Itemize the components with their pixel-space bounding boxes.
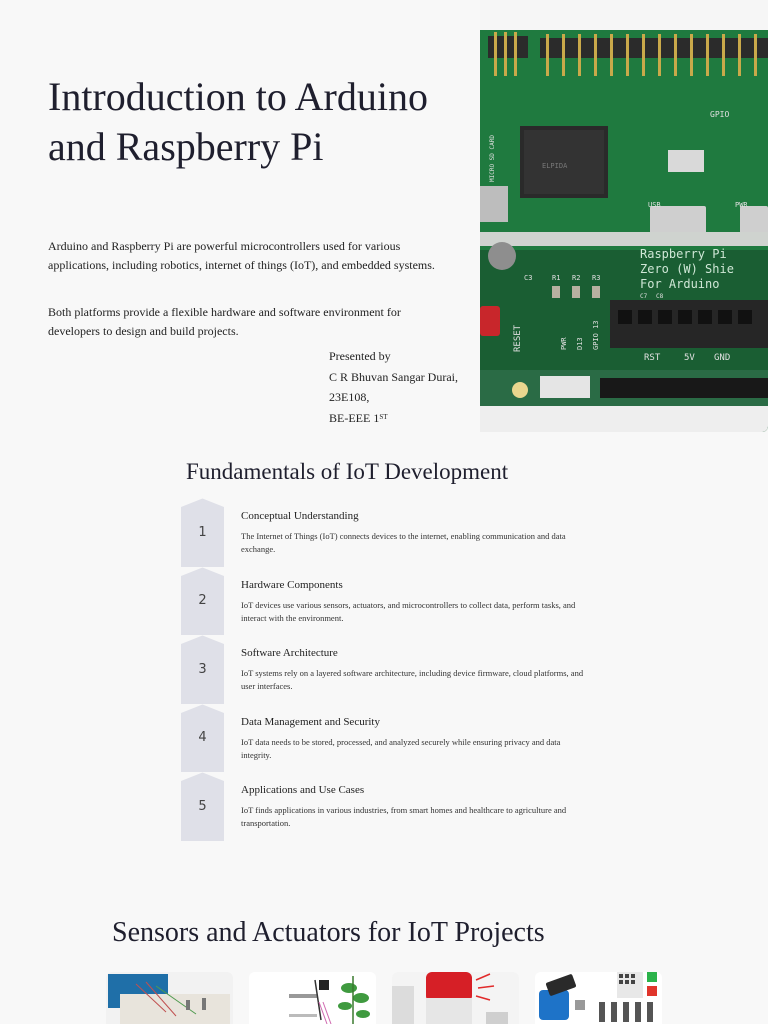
- board-r1: R1: [552, 274, 560, 282]
- step-description: IoT devices use various sensors, actuato…: [241, 599, 576, 623]
- board-rst: RST: [644, 353, 661, 363]
- step-number: 3: [181, 635, 224, 704]
- step-notch: [181, 703, 224, 713]
- step-1: 1 Conceptual Understanding The Internet …: [181, 498, 601, 567]
- step-notch: [181, 772, 224, 781]
- board-usb-label: USB: [648, 201, 661, 209]
- board-sd-label: MICRO SD CARD: [489, 135, 496, 182]
- arduino-breadboard-image: [106, 972, 233, 1024]
- board-5v: 5V: [684, 353, 695, 363]
- step-notch: [181, 635, 224, 644]
- servo-keypad-image: [535, 972, 662, 1024]
- board-pwr-label: PWR: [735, 201, 748, 209]
- fundamentals-steps: 1 Conceptual Understanding The Internet …: [181, 498, 601, 841]
- board-c3: C3: [524, 274, 532, 282]
- step-title: Data Management and Security: [241, 715, 380, 728]
- board-r2: R2: [572, 274, 580, 282]
- board-c7: C7: [640, 293, 648, 300]
- presenter-name: C R Bhuvan Sangar Durai,: [329, 369, 458, 384]
- fundamentals-heading: Fundamentals of IoT Development: [186, 459, 509, 484]
- board-c8: C8: [656, 293, 664, 300]
- step-notch: [181, 498, 224, 507]
- page-title: Introduction to Arduino and Raspberry Pi: [48, 74, 428, 169]
- step-description: IoT systems rely on a layered software a…: [241, 668, 584, 691]
- step-number: 1: [181, 498, 224, 567]
- step-title: Applications and Use Cases: [241, 784, 365, 796]
- step-2: 2 Hardware Components IoT devices use va…: [181, 566, 601, 635]
- board-led-d13: D13: [576, 337, 584, 350]
- presenter-course-main: BE-EEE 1: [329, 410, 380, 425]
- step-number: 4: [181, 703, 224, 772]
- step-4: 4 Data Management and Security IoT data …: [181, 703, 601, 772]
- board-led-gpio13: GPIO 13: [592, 320, 600, 350]
- board-shield-line3: For Arduino: [640, 277, 719, 291]
- board-r3: R3: [592, 274, 600, 282]
- alarm-siren-image: [392, 972, 519, 1024]
- intro-paragraph-2: Both platforms provide a flexible hardwa…: [48, 305, 401, 338]
- step-description: IoT finds applications in various indust…: [241, 805, 567, 828]
- hero-board-image: ELPIDA GPIO MICRO SD CARD USB PWR Raspbe…: [480, 0, 768, 432]
- soil-moisture-sensor-image: [249, 972, 376, 1024]
- step-description: The Internet of Things (IoT) connects de…: [241, 531, 566, 554]
- intro-paragraph-1: Arduino and Raspberry Pi are powerful mi…: [48, 239, 435, 272]
- step-title: Conceptual Understanding: [241, 510, 359, 522]
- board-gnd: GND: [714, 353, 730, 363]
- board-shield-line2: Zero (W) Shie: [640, 262, 734, 276]
- presenter-info: Presented by C R Bhuvan Sangar Durai, 23…: [329, 346, 458, 428]
- step-number: 5: [181, 772, 224, 841]
- board-shield-line1: Raspberry Pi: [640, 247, 727, 261]
- presenter-roll-number: 23E108,: [329, 390, 370, 404]
- step-number: 2: [181, 566, 224, 635]
- step-notch: [181, 566, 224, 576]
- board-reset-label: RESET: [513, 324, 523, 352]
- step-title: Hardware Components: [241, 578, 343, 591]
- presenter-course: BE-EEE 1ST: [329, 408, 458, 429]
- step-title: Software Architecture: [241, 647, 338, 659]
- step-3: 3 Software Architecture IoT systems rely…: [181, 635, 601, 704]
- svg-text:ELPIDA: ELPIDA: [542, 162, 568, 170]
- presenter-course-sup: ST: [379, 412, 388, 421]
- sensors-heading: Sensors and Actuators for IoT Projects: [112, 917, 545, 948]
- step-5: 5 Applications and Use Cases IoT finds a…: [181, 772, 601, 841]
- board-gpio-label: GPIO: [710, 110, 729, 119]
- board-led-pwr: PWR: [560, 337, 568, 350]
- step-description: IoT data needs to be stored, processed, …: [241, 736, 561, 760]
- presenter-label: Presented by: [329, 349, 391, 363]
